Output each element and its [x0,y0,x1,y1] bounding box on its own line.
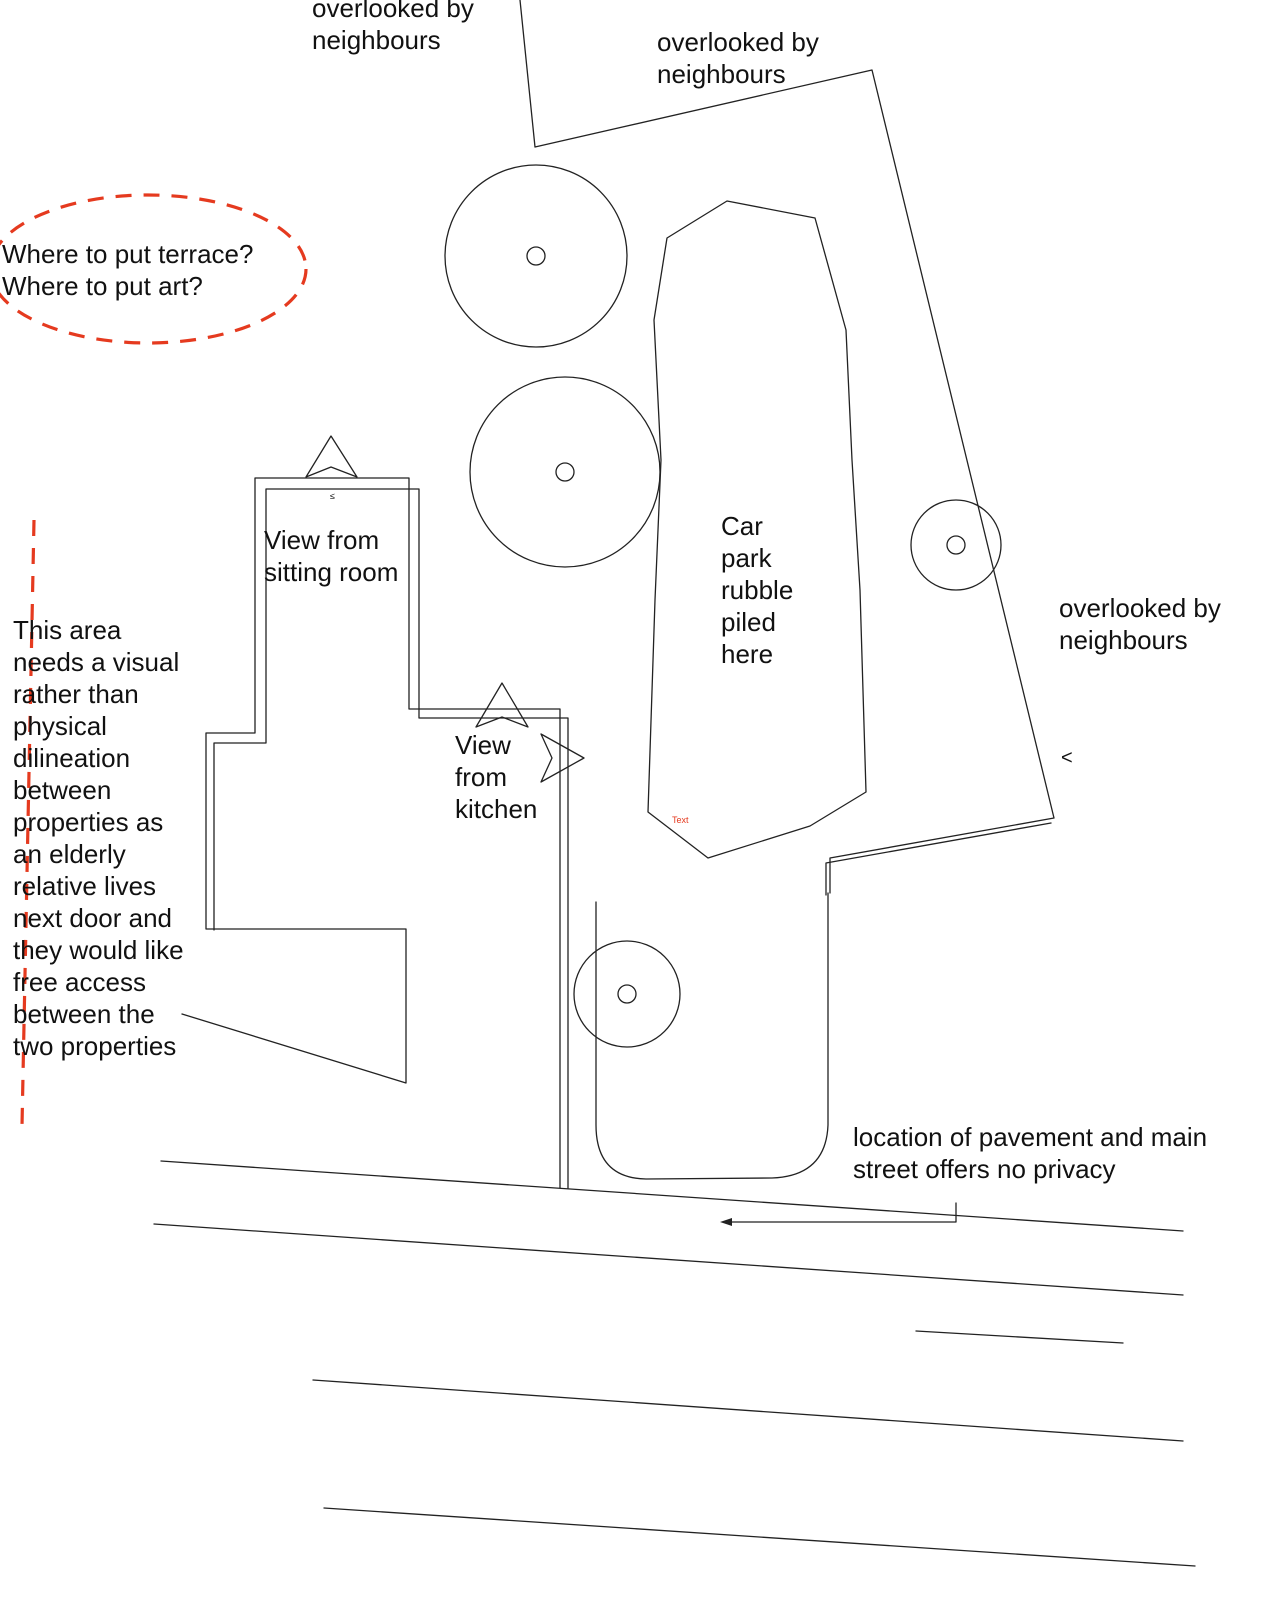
arrow-left-icon [720,1218,732,1226]
house-inner-wall [213,488,569,1189]
property-boundary-inner [825,822,1052,896]
view-direction-triangle-icon [540,733,585,783]
lt-marker-label: < [1061,747,1073,769]
house-outer-wall [181,477,561,1189]
view-direction-triangle-icon [305,435,358,478]
tree-trunk-icon [526,246,546,266]
tree-circle-icon [444,164,628,348]
overlooked-label-top-right: overlooked by neighbours [657,27,819,89]
tree-trunk-icon [617,984,637,1004]
pavement-note-label: location of pavement and main street off… [853,1122,1208,1184]
leq-marker-label: ≤ [330,491,335,501]
driveway-outline [595,892,829,1180]
street-line [160,1160,1184,1232]
property-boundary-dashed-line [20,519,36,1127]
property-boundary [519,0,1055,894]
tree-trunk-icon [946,535,966,555]
street-line [323,1507,1196,1567]
text-marker-label: Text [672,815,689,825]
view-direction-triangle-icon [475,682,529,728]
tree-circle-icon [469,376,661,568]
view-from-kitchen-label: View from kitchen [455,730,538,824]
tree-trunk-icon [555,462,575,482]
terrace-question-dashed-ellipse [0,193,308,345]
street-line [153,1223,1184,1296]
tree-circle-icon [910,499,1002,591]
car-park-rubble-outline [647,200,867,859]
terrace-question-label: Where to put terrace? Where to put art? [2,239,254,301]
street-line [915,1330,1124,1344]
overlooked-label-right: overlooked by neighbours [1059,593,1221,655]
tree-circle-icon [573,940,681,1048]
car-park-rubble-label: Car park rubble piled here [721,511,794,669]
overlooked-label-top-left: overlooked by neighbours [312,0,474,55]
boundary-note-label: This area needs a visual rather than phy… [13,615,184,1061]
pavement-callout-leader [727,1202,957,1223]
street-line [312,1379,1184,1442]
view-from-sitting-room-label: View from sitting room [264,525,399,587]
